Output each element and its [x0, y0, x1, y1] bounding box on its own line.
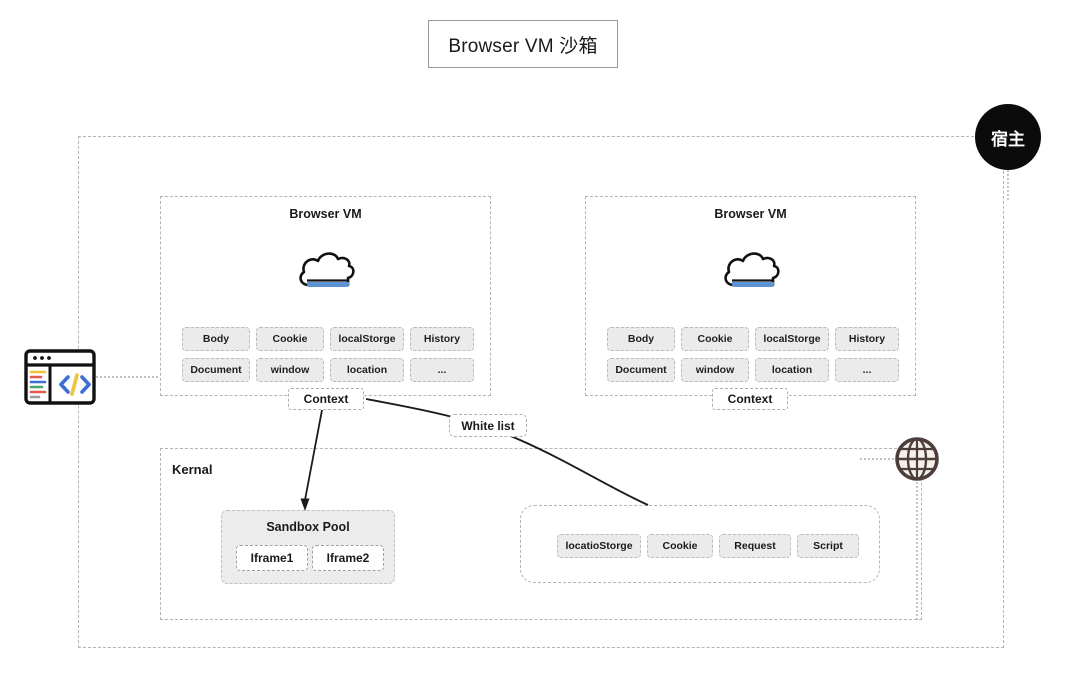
resource-chip-request: Request [719, 534, 791, 558]
vm-left-attr-cookie: Cookie [256, 327, 324, 351]
vm-right-attr-window: window [681, 358, 749, 382]
vm-left-title: Browser VM [289, 207, 362, 221]
sandbox-pool: Sandbox Pool Iframe1 Iframe2 [221, 510, 395, 584]
iframe-chip-1: Iframe1 [236, 545, 308, 571]
vm-right-attr-cookie: Cookie [681, 327, 749, 351]
vm-left-attr-more: ... [410, 358, 474, 382]
browser-vm-left: Browser VM Body Cookie localStorge Histo… [160, 196, 491, 396]
context-badge-left: Context [288, 388, 364, 410]
vm-right-attr-more: ... [835, 358, 899, 382]
iframe-chip-2: Iframe2 [312, 545, 384, 571]
host-badge: 宿主 [975, 104, 1041, 170]
resource-chip-script: Script [797, 534, 859, 558]
globe-icon [894, 436, 940, 482]
sandbox-pool-title: Sandbox Pool [266, 520, 350, 534]
cloud-icon [720, 245, 782, 293]
vm-right-attr-history: History [835, 327, 899, 351]
resource-chip-cookie: Cookie [647, 534, 713, 558]
vm-right-attr-location: location [755, 358, 829, 382]
whitelist-badge: White list [449, 414, 527, 437]
vm-left-attr-history: History [410, 327, 474, 351]
resource-chip-locatiostorge: locatioStorge [557, 534, 641, 558]
vm-left-attr-body: Body [182, 327, 250, 351]
vm-left-attr-localstorge: localStorge [330, 327, 404, 351]
vm-right-attr-localstorge: localStorge [755, 327, 829, 351]
vm-right-title: Browser VM [714, 207, 787, 221]
vm-right-attr-body: Body [607, 327, 675, 351]
vm-right-attr-document: Document [607, 358, 675, 382]
context-badge-right: Context [712, 388, 788, 410]
vm-left-attr-document: Document [182, 358, 250, 382]
page-title: Browser VM 沙箱 [428, 20, 618, 68]
host-label: 宿主 [991, 129, 1025, 149]
vm-left-attr-location: location [330, 358, 404, 382]
browser-code-icon [24, 348, 96, 406]
vm-left-attr-window: window [256, 358, 324, 382]
resource-container: locatioStorge Cookie Request Script [520, 505, 880, 583]
browser-vm-right: Browser VM Body Cookie localStorge Histo… [585, 196, 916, 396]
kernal-label: Kernal [172, 462, 213, 477]
cloud-icon [295, 245, 357, 293]
